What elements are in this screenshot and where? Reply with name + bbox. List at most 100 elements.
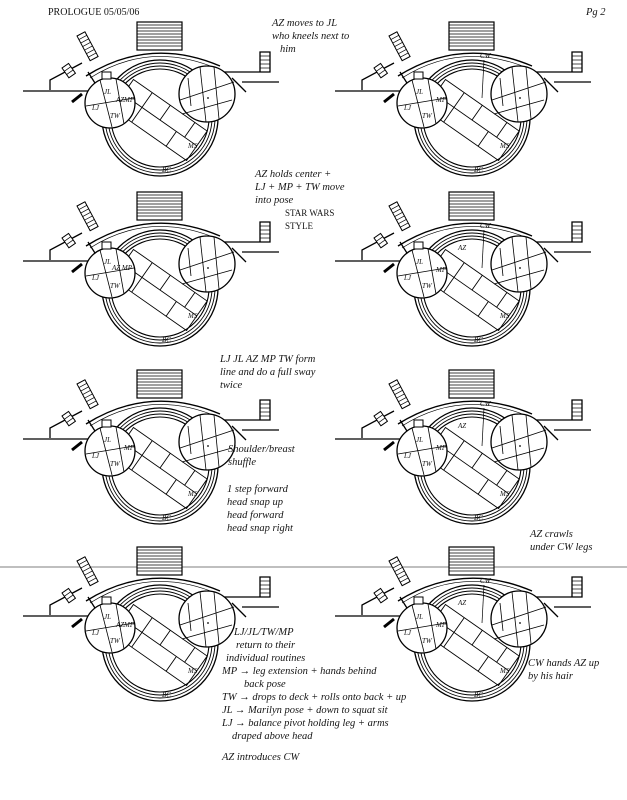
performer-label: MS (499, 667, 510, 675)
note-line: head snap up (227, 497, 283, 508)
movement-arrow (481, 407, 485, 447)
note-line: him (280, 44, 296, 55)
page-number: Pg 2 (586, 7, 606, 18)
note-line: 1 step forward (227, 484, 288, 495)
performer-label: LJ (403, 629, 412, 637)
performer-label: MP (435, 96, 447, 104)
performer-label: AZ MP (111, 264, 133, 272)
note-line: under CW legs (530, 542, 593, 553)
performer-label: TW (422, 112, 433, 120)
performer-label: BC (474, 691, 483, 699)
note-line: head forward (227, 510, 284, 521)
note-5: 1 step forward head snap up head forward… (227, 483, 293, 535)
note-line: AZ moves to JL (272, 18, 338, 29)
note-line: line and do a full sway (220, 367, 316, 378)
note-line: draped above head (232, 731, 313, 742)
performer-label: LJ (403, 452, 412, 460)
performer-label: LJ (91, 104, 100, 112)
performer-label: TW (110, 460, 121, 468)
note-6: AZ crawls under CW legs (530, 528, 592, 554)
stage-diagram-5: JL MP LJ TW MS BC (23, 370, 279, 524)
performer-label: LJ (91, 274, 100, 282)
performer-label: MP (435, 444, 447, 452)
note-2: AZ holds center + LJ + MP + TW move into… (255, 168, 345, 233)
stage-diagram-4: CW JL MP LJ TW AZ MS BC (335, 192, 591, 346)
performer-label: TW (422, 460, 433, 468)
performer-label: MS (187, 142, 198, 150)
performer-label: AZ (115, 96, 124, 104)
performer-label: LJ (91, 629, 100, 637)
performer-label: CW (480, 222, 492, 230)
performer-label: BC (162, 514, 171, 522)
performer-label: MS (187, 490, 198, 498)
performer-label: AZ (115, 621, 124, 629)
performer-label: MS (187, 312, 198, 320)
note-line: by his hair (528, 671, 573, 682)
performer-label: MS (499, 490, 510, 498)
note-line: STYLE (285, 221, 313, 231)
note-line: head snap right (227, 523, 293, 534)
performer-label: LJ (91, 452, 100, 460)
note-line: CW hands AZ up (528, 658, 600, 669)
note-line: LJ → balance pivot holding leg + arms (222, 718, 389, 729)
note-line: Shoulder/breast (228, 444, 295, 455)
performer-label: JL (104, 88, 111, 96)
note-4: Shoulder/breast shuffle (228, 443, 295, 469)
performer-label: CW (480, 52, 492, 60)
note-line: individual routines (226, 653, 306, 664)
performer-label: MP (123, 444, 135, 452)
performer-label: MS (187, 667, 198, 675)
movement-arrow (481, 59, 485, 99)
performer-label: MP (435, 621, 447, 629)
performer-label: MS (499, 142, 510, 150)
performer-label: MP (123, 621, 135, 629)
note-line: AZ introduces CW (222, 752, 300, 763)
performer-label: BC (162, 336, 171, 344)
header-title: PROLOGUE 05/05/06 (48, 7, 140, 18)
note-line: LJ/JL/TW/MP (234, 627, 294, 638)
note-3: LJ JL AZ MP TW form line and do a full s… (220, 353, 315, 392)
note-7: LJ/JL/TW/MP return to their individual r… (222, 626, 406, 764)
note-line: JL → Marilyn pose + down to squat sit (222, 705, 388, 716)
performer-label: BC (162, 691, 171, 699)
movement-arrow (481, 584, 485, 624)
movement-arrow (481, 229, 485, 269)
performer-label: BC (474, 514, 483, 522)
note-line: into pose (255, 195, 294, 206)
stage-diagram-7: JL MP LJ TW AZ MS BC (23, 547, 279, 701)
performer-label: MP (123, 96, 135, 104)
note-line: AZ crawls (530, 529, 573, 540)
performer-label: TW (110, 637, 121, 645)
performer-label: BC (474, 166, 483, 174)
performer-label: TW (110, 282, 121, 290)
performer-label: MP (435, 266, 447, 274)
note-line: AZ holds center + (255, 169, 332, 180)
note-1: AZ moves to JL who kneels next to him (272, 17, 349, 56)
note-line: LJ JL AZ MP TW form (220, 354, 316, 365)
note-line: back pose (244, 679, 286, 690)
performer-label: TW (422, 282, 433, 290)
performer-label: BC (474, 336, 483, 344)
note-8: CW hands AZ up by his hair (528, 657, 599, 683)
performer-label: JL (416, 258, 423, 266)
note-line: shuffle (228, 457, 256, 468)
note-line: MP → leg extension + hands behind (222, 666, 377, 677)
performer-label: TW (110, 112, 121, 120)
performer-label: AZ (457, 422, 466, 430)
performer-label: JL (416, 613, 423, 621)
performer-label: TW (422, 637, 433, 645)
performer-label: CW (480, 400, 492, 408)
note-line: TW → drops to deck + rolls onto back + u… (222, 692, 407, 703)
performer-label: LJ (403, 274, 412, 282)
performer-label: AZ (457, 244, 466, 252)
note-line: LJ + MP + TW move (255, 182, 345, 193)
performer-label: MS (499, 312, 510, 320)
performer-label: JL (416, 88, 423, 96)
performer-label: JL (104, 436, 111, 444)
performer-label: JL (104, 613, 111, 621)
